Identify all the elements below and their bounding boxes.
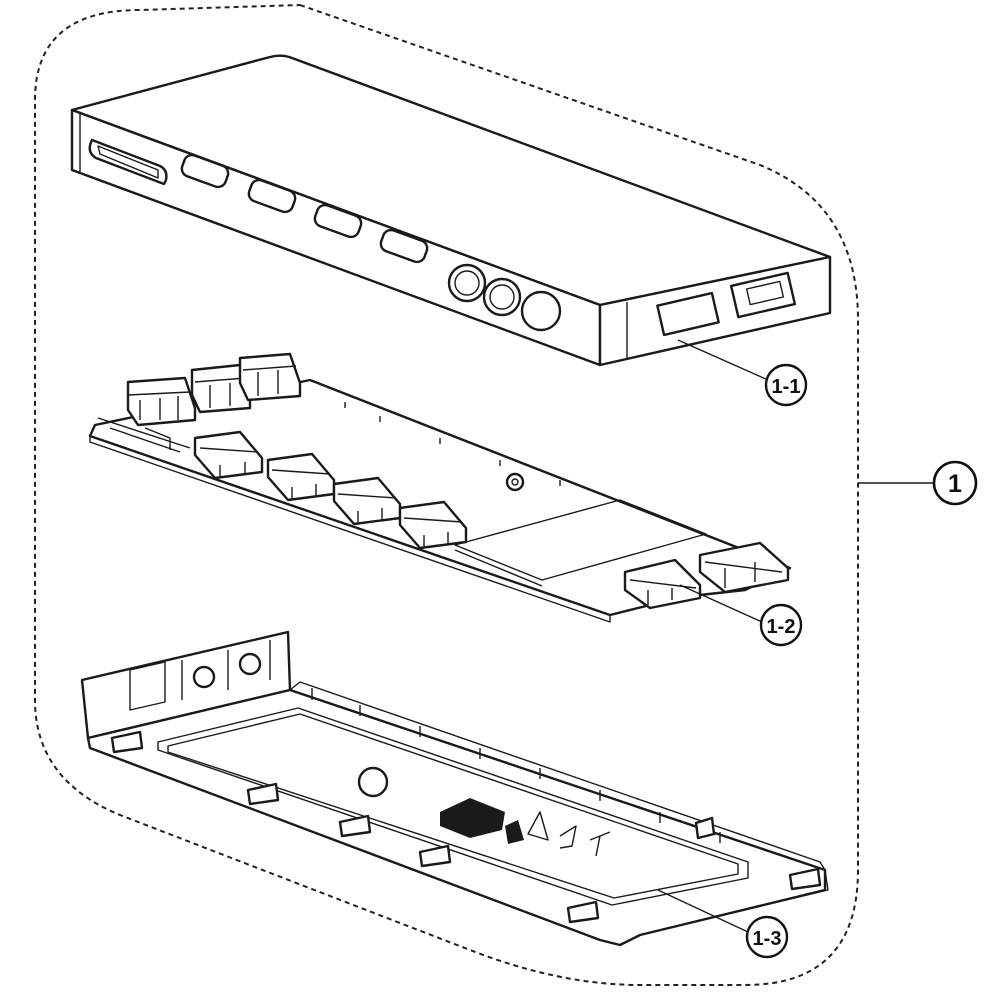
bottom-base-part [80, 630, 829, 947]
callout-assembly-1: 1 [932, 460, 978, 506]
callout-label: 1 [948, 470, 962, 498]
circuit-board-part [88, 352, 792, 623]
callout-part-1-1: 1-1 [764, 363, 808, 407]
callout-part-1-3: 1-3 [745, 915, 789, 959]
callout-label: 1-2 [767, 616, 796, 638]
molded-mark-logo [440, 798, 611, 857]
callout-part-1-2: 1-2 [759, 603, 803, 647]
callout-label: 1-1 [772, 376, 801, 398]
leader-lines [657, 339, 935, 933]
assembly-boundary [34, 3, 859, 986]
callout-label: 1-3 [753, 928, 782, 950]
top-cover-part [70, 54, 832, 367]
